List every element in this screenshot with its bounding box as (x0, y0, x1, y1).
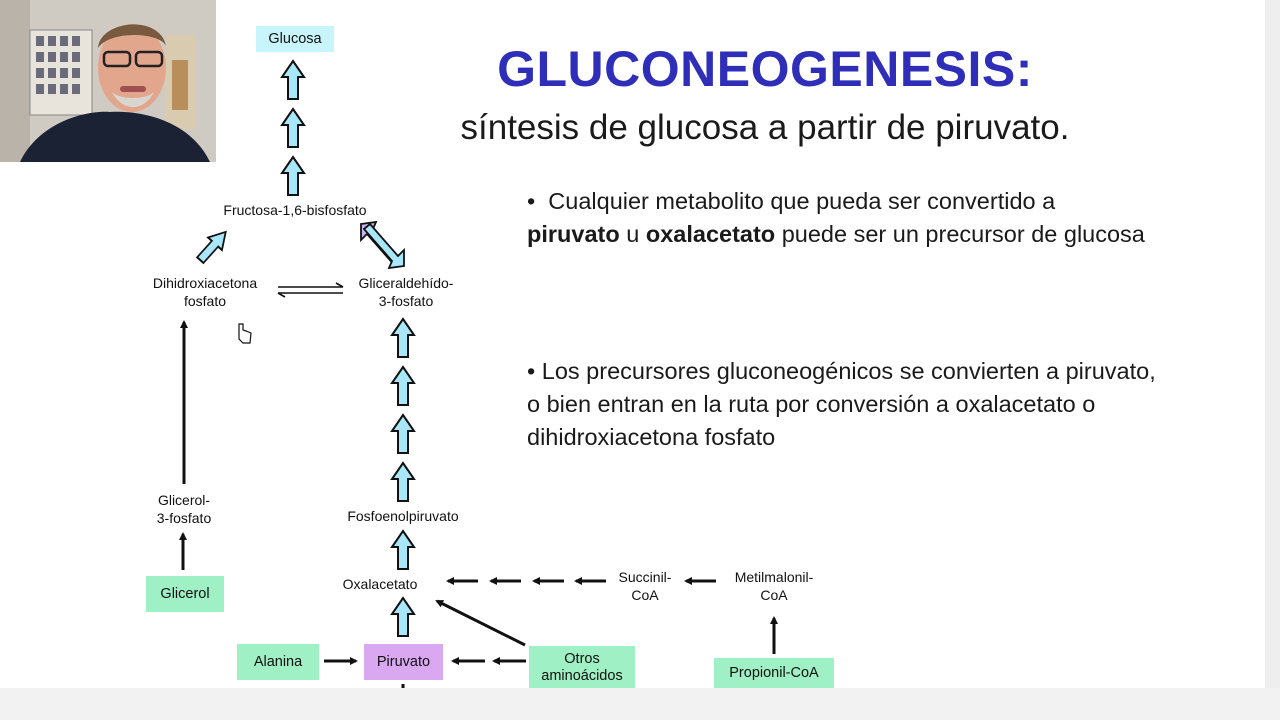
equilibrium-arrows-icon (277, 282, 344, 298)
node-text: Metilmalonil- (734, 569, 814, 585)
node-otros-aminoacidos: Otros aminoácidos (529, 646, 635, 690)
hollow-arrow-2-icon (281, 108, 305, 148)
arrow-otros-oxalacetato-icon (435, 599, 526, 647)
node-glicerol: Glicerol (146, 576, 224, 612)
node-glicerol-3-fosfato: Glicerol- 3-fosfato (130, 491, 238, 527)
webcam-video (0, 0, 216, 162)
bullet-text: puede ser un precursor de glucosa (775, 221, 1145, 247)
node-gliceraldehido-fosfato: Gliceraldehído- 3-fosfato (340, 274, 472, 310)
node-text: aminoácidos (541, 668, 623, 684)
bullet-text: Los precursores gluconeogénicos se convi… (527, 358, 1156, 450)
bullet-conversion-precursores: • Los precursores gluconeogénicos se con… (527, 355, 1167, 454)
bullet-text: Cualquier metabolito que pueda ser conve… (548, 188, 1056, 214)
node-propionil-coa: Propionil-CoA (714, 658, 834, 688)
bullet-marker: • (527, 358, 536, 384)
node-dihidroxiacetona-fosfato: Dihidroxiacetona fosfato (130, 274, 280, 310)
bold-piruvato: piruvato (527, 221, 620, 247)
node-fructosa-bisfosfato: Fructosa-1,6-bisfosfato (223, 202, 367, 218)
hollow-arrow-g3p-fructosa-icon (360, 220, 405, 270)
node-piruvato: Piruvato (364, 644, 443, 680)
hollow-arrow-7-icon (391, 462, 415, 502)
node-glucosa: Glucosa (256, 26, 334, 52)
node-text: Dihidroxiacetona (152, 275, 258, 291)
slide-subtitle: síntesis de glucosa a partir de piruvato… (460, 108, 1070, 147)
node-oxalacetato: Oxalacetato (342, 576, 418, 592)
hollow-arrow-3-icon (281, 156, 305, 196)
hollow-arrow-1-icon (281, 60, 305, 100)
bullet-precursores-glucosa: • Cualquier metabolito que pueda ser con… (527, 185, 1167, 251)
node-text: 3-fosfato (156, 510, 212, 526)
hollow-arrow-8-icon (391, 530, 415, 570)
node-alanina: Alanina (237, 644, 319, 680)
hollow-arrow-6-icon (391, 414, 415, 454)
node-text: 3-fosfato (378, 293, 434, 309)
node-text: Gliceraldehído- (358, 275, 454, 291)
slide-title: GLUCONEOGENESIS: (497, 41, 1033, 97)
node-fosfoenolpiruvato: Fosfoenolpiruvato (347, 508, 459, 524)
presenter-video-icon (0, 0, 216, 162)
node-succinil-coa: Succinil- CoA (602, 568, 688, 604)
hollow-arrow-4-icon (391, 318, 415, 358)
bold-oxalacetato: oxalacetato (645, 221, 776, 247)
node-text: CoA (760, 587, 788, 603)
node-text: fosfato (183, 293, 227, 309)
hollow-arrow-5-icon (391, 366, 415, 406)
right-edge-strip (1265, 0, 1280, 688)
node-text: Glicerol- (157, 492, 211, 508)
node-text: Otros (564, 651, 600, 667)
node-text: Succinil- (618, 569, 672, 585)
bullet-marker: • (527, 188, 536, 214)
node-text: CoA (631, 587, 659, 603)
hollow-arrow-dhap-fructosa-icon (192, 224, 234, 268)
node-metilmalonil-coa: Metilmalonil- CoA (718, 568, 830, 604)
hand-cursor-icon (238, 323, 252, 344)
bullet-text: u (619, 221, 646, 247)
bottom-bar (0, 688, 1280, 720)
hollow-arrow-9-icon (391, 597, 415, 637)
